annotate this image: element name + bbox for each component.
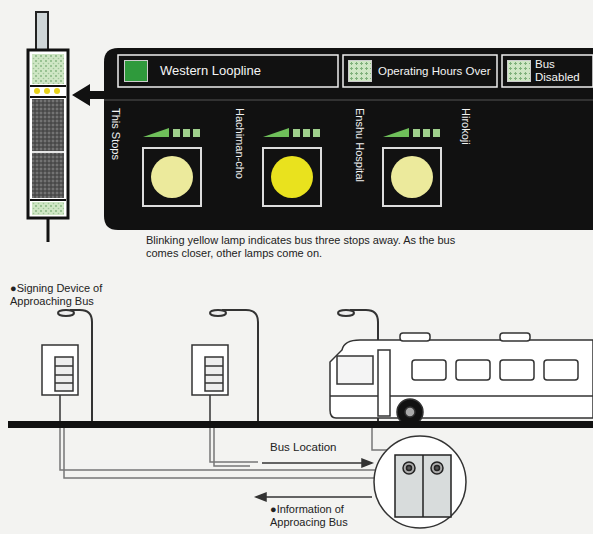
display-panel xyxy=(104,48,593,230)
legend-text: Western Loopline xyxy=(160,64,332,78)
legend-frame xyxy=(343,55,497,87)
stop-name: This Stops xyxy=(110,108,122,208)
sign-devices xyxy=(42,345,228,424)
callout-label: ●Information of Approacing Bus xyxy=(270,503,380,528)
legend-frame xyxy=(118,55,338,87)
legend-text: Operating Hours Over xyxy=(378,65,494,78)
lamp-units xyxy=(143,128,441,206)
bus xyxy=(330,333,593,425)
legend-swatch xyxy=(507,60,531,82)
legend-frame xyxy=(502,55,593,87)
pointer-arrow xyxy=(72,84,106,106)
legend-text: Bus Disabled xyxy=(535,58,591,83)
legend-swatch xyxy=(348,60,372,82)
panel-divider xyxy=(104,100,593,101)
note: Blinking yellow lamp indicates bus three… xyxy=(146,234,476,259)
stop-name: Hachiman-cho xyxy=(234,108,246,208)
control-cabinet xyxy=(395,455,451,517)
flow-label: Bus Location xyxy=(268,441,362,454)
wires xyxy=(60,428,392,478)
magnifier xyxy=(374,436,466,528)
sign-device xyxy=(28,12,68,242)
stop-name: Enshu Hospital xyxy=(354,108,366,208)
ground xyxy=(8,421,593,428)
legend-swatch xyxy=(124,60,148,82)
flow-arrows xyxy=(256,459,372,501)
stop-name: Hirokoji xyxy=(460,108,472,208)
callout-label: ●Signing Device of Approaching Bus xyxy=(10,282,160,307)
